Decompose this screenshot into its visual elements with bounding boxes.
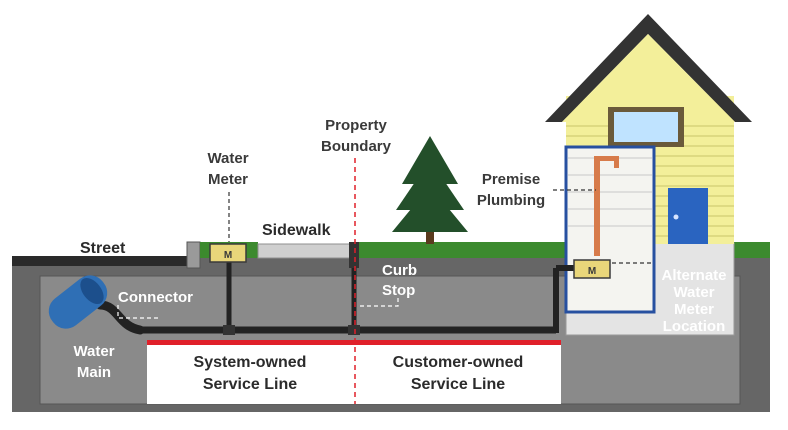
water-meter-label-1: Water	[207, 150, 248, 167]
property-boundary-label-1: Property	[325, 117, 387, 134]
house	[545, 14, 752, 314]
customer-owned-label-2: Service Line	[411, 376, 505, 393]
tree	[392, 136, 468, 244]
water-main-label-1: Water	[73, 343, 114, 360]
sidewalk-label: Sidewalk	[262, 222, 331, 239]
water-meter: M	[209, 243, 247, 263]
curb-stop-label-2: Stop	[382, 282, 415, 299]
premise-plumbing-label-1: Premise	[482, 171, 540, 188]
system-owned-label-1: System-owned	[194, 354, 307, 371]
system-owned-label-2: Service Line	[203, 376, 297, 393]
curb-stop-label-1: Curb	[382, 262, 417, 279]
premise-plumbing-label-2: Plumbing	[477, 192, 545, 209]
customer-owned-label-1: Customer-owned	[393, 354, 524, 371]
meter-mark: M	[224, 250, 232, 261]
property-boundary-label-2: Boundary	[321, 138, 392, 155]
alternate-meter-label-3: Meter	[674, 301, 714, 318]
water-meter-label-2: Meter	[208, 171, 248, 188]
alternate-meter-label-1: Alternate	[661, 267, 726, 284]
alternate-meter-mark: M	[588, 266, 596, 277]
water-main-label-2: Main	[77, 364, 111, 381]
service-line-pipe	[140, 242, 578, 335]
street-label: Street	[80, 240, 126, 257]
leader-lines	[117, 189, 652, 319]
alternate-water-meter: M	[573, 259, 611, 279]
alternate-meter-label-4: Location	[663, 318, 726, 335]
connector-label: Connector	[118, 289, 193, 306]
alternate-meter-label-2: Water	[673, 284, 714, 301]
